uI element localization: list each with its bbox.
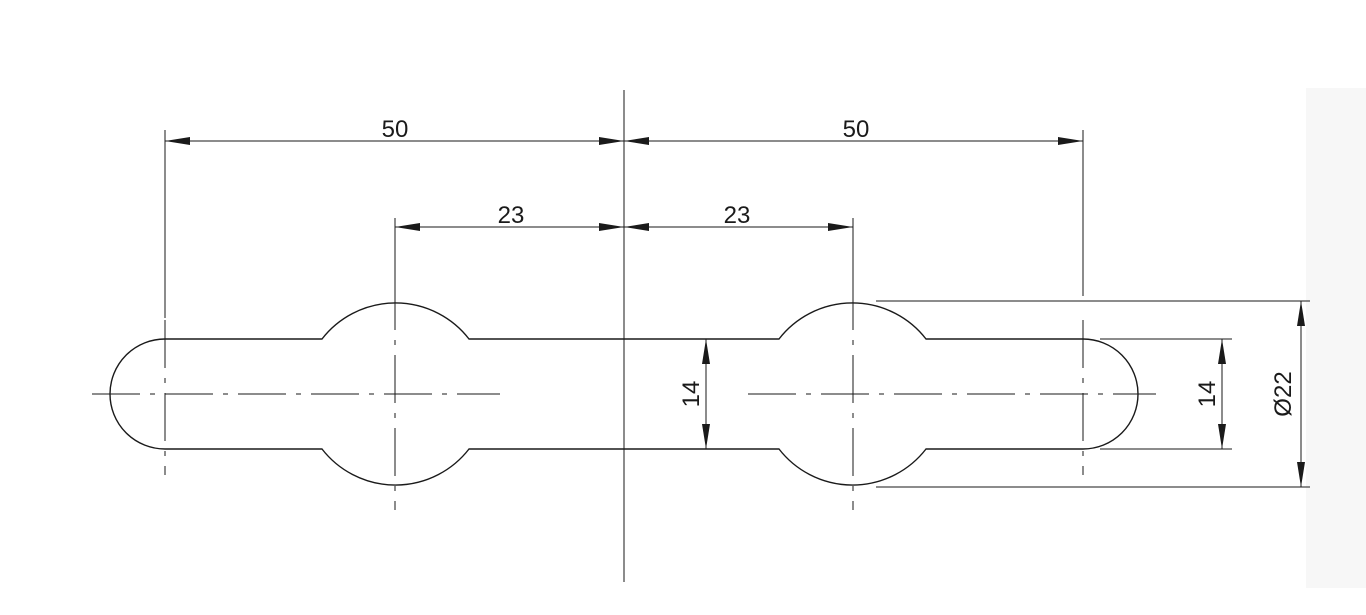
arrowhead [702, 424, 710, 449]
arrowhead [1297, 301, 1305, 326]
arrowhead [1218, 339, 1226, 364]
arrowhead [165, 137, 190, 145]
side-panel [1306, 88, 1366, 588]
dim-text-23-right: 23 [724, 202, 751, 229]
dim-text-50-left: 50 [382, 116, 409, 143]
arrowhead [624, 223, 649, 231]
arrowhead [702, 339, 710, 364]
dim-text-50-right: 50 [843, 116, 870, 143]
arrowhead [828, 223, 853, 231]
dim-text-14-center: 14 [678, 381, 705, 408]
arrowhead [1297, 462, 1305, 487]
dim-text-diameter: Ø22 [1270, 371, 1297, 416]
part-outline [109, 302, 1139, 486]
dim-text-14-right: 14 [1194, 381, 1221, 408]
arrowhead [1218, 424, 1226, 449]
arrowhead [624, 137, 649, 145]
arrowhead [1058, 137, 1083, 145]
dim-text-23-left: 23 [498, 202, 525, 229]
arrowhead [599, 137, 624, 145]
arrowhead [395, 223, 420, 231]
arrowhead [599, 223, 624, 231]
